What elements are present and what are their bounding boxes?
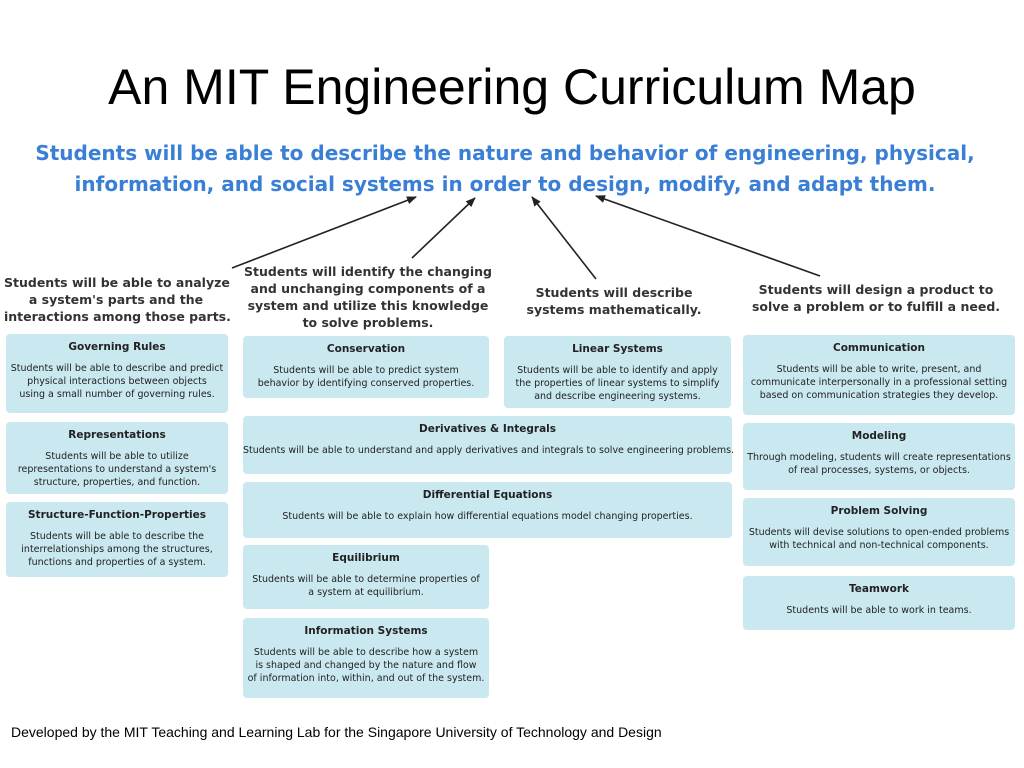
box-teamwork: Teamwork Students will be able to work i… [743,576,1015,630]
box-description: Students will be able to utilize represe… [6,450,228,489]
box-heading: Information Systems [304,625,428,637]
branch-line: to solve problems. [302,315,434,330]
branch-mathematical: Students will describe systems mathemati… [516,284,712,318]
goal-line: Students will be able to describe the na… [35,141,975,165]
box-linear-systems: Linear Systems Students will be able to … [504,336,731,408]
branch-identify: Students will identify the changing and … [244,263,492,331]
box-heading: Representations [68,429,166,441]
box-description: Students will be able to understand and … [243,444,735,457]
branch-design: Students will design a product to solve … [744,281,1008,315]
arrow-design [595,195,821,277]
box-line: Students will be able to predict system [273,365,459,376]
box-line: the properties of linear systems to simp… [515,378,720,389]
box-line: of information into, within, and out of … [247,673,485,684]
box-line: Students will be able to identify and ap… [517,365,718,376]
box-derivatives-integrals: Derivatives & Integrals Students will be… [243,416,735,474]
box-heading: Derivatives & Integrals [419,423,556,435]
box-line: with technical and non-technical compone… [769,540,989,551]
box-equilibrium: Equilibrium Students will be able to det… [243,545,489,609]
box-line: and describe engineering systems. [534,391,701,402]
box-governing-rules: Governing Rules Students will be able to… [6,334,228,413]
box-representations: Representations Students will be able to… [6,422,228,494]
box-line: functions and properties of a system. [28,557,206,568]
goal-line: information, and social systems in order… [74,172,936,196]
box-description: Students will be able to identify and ap… [504,364,731,403]
box-information-systems: Information Systems Students will be abl… [243,618,489,698]
box-line: Students will be able to describe and pr… [10,363,224,374]
branch-line: a system's parts and the [28,292,204,307]
branch-line: Students will identify the changing [244,264,492,279]
box-differential-equations: Differential Equations Students will be … [243,482,732,538]
box-heading: Communication [833,342,925,354]
box-line: Students will be able to describe how a … [253,647,479,658]
box-problem-solving: Problem Solving Students will devise sol… [743,498,1015,566]
box-line: Students will be able to work in teams. [786,605,972,616]
box-line: Students will be able to understand and … [243,445,735,456]
overall-goal-statement: Students will be able to describe the na… [0,138,1010,200]
footer-credit: Developed by the MIT Teaching and Learni… [11,724,662,740]
box-line: interrelationships among the structures, [21,544,213,555]
box-line: of real processes, systems, or objects. [788,465,970,476]
box-line: is shaped and changed by the nature and … [255,660,477,671]
branch-line: system and utilize this knowledge [247,298,489,313]
branch-line: Students will design a product to [758,282,994,297]
branch-line: and unchanging components of a [250,281,486,296]
box-line: Students will be able to explain how dif… [282,511,693,522]
box-description: Students will be able to work in teams. [743,604,1015,617]
arrow-identify [411,197,476,259]
box-line: behavior by identifying conserved proper… [257,378,475,389]
box-modeling: Modeling Through modeling, students will… [743,423,1015,490]
box-description: Students will be able to explain how dif… [243,510,732,523]
box-description: Students will be able to describe the in… [6,530,228,569]
box-line: Students will be able to utilize [45,451,189,462]
box-description: Students will be able to describe and pr… [6,362,228,401]
box-line: Students will be able to determine prope… [252,574,480,585]
box-line: representations to understand a system's [17,464,217,475]
box-description: Students will be able to describe how a … [243,646,489,685]
box-line: Students will be able to describe the [30,531,204,542]
branch-line: interactions among those parts. [4,309,231,324]
branch-line: Students will be able to analyze [4,275,230,290]
branch-line: systems mathematically. [526,302,702,317]
box-line: Students will be able to write, present,… [776,364,982,375]
branch-analyze: Students will be able to analyze a syste… [4,274,231,325]
box-description: Students will be able to determine prope… [243,573,489,599]
box-line: structure, properties, and function. [33,477,201,488]
arrow-analyze [231,196,417,269]
page-title: An MIT Engineering Curriculum Map [108,59,916,115]
box-description: Through modeling, students will create r… [743,451,1015,477]
box-conservation: Conservation Students will be able to pr… [243,336,489,398]
box-description: Students will be able to predict system … [243,364,489,390]
box-heading: Governing Rules [68,341,166,353]
box-line: a system at equilibrium. [308,587,424,598]
box-structure-function-properties: Structure-Function-Properties Students w… [6,502,228,577]
box-line: using a small number of governing rules. [19,389,215,400]
box-line: Students will devise solutions to open-e… [748,527,1010,538]
box-communication: Communication Students will be able to w… [743,335,1015,415]
box-line: based on communication strategies they d… [759,390,999,401]
branch-line: Students will describe [535,285,693,300]
box-description: Students will devise solutions to open-e… [743,526,1015,552]
box-heading: Modeling [851,430,907,442]
box-description: Students will be able to write, present,… [743,363,1015,402]
box-heading: Linear Systems [572,343,663,355]
box-heading: Differential Equations [422,489,553,501]
branch-line: solve a problem or to fulfill a need. [751,299,1001,314]
arrow-describe [531,196,597,280]
box-heading: Conservation [326,343,406,355]
box-line: Through modeling, students will create r… [747,452,1011,463]
box-heading: Teamwork [849,583,909,595]
box-heading: Equilibrium [332,552,400,564]
box-line: communicate interpersonally in a profess… [750,377,1008,388]
box-heading: Structure-Function-Properties [28,509,206,521]
box-heading: Problem Solving [830,505,928,517]
box-line: physical interactions between objects [27,376,207,387]
